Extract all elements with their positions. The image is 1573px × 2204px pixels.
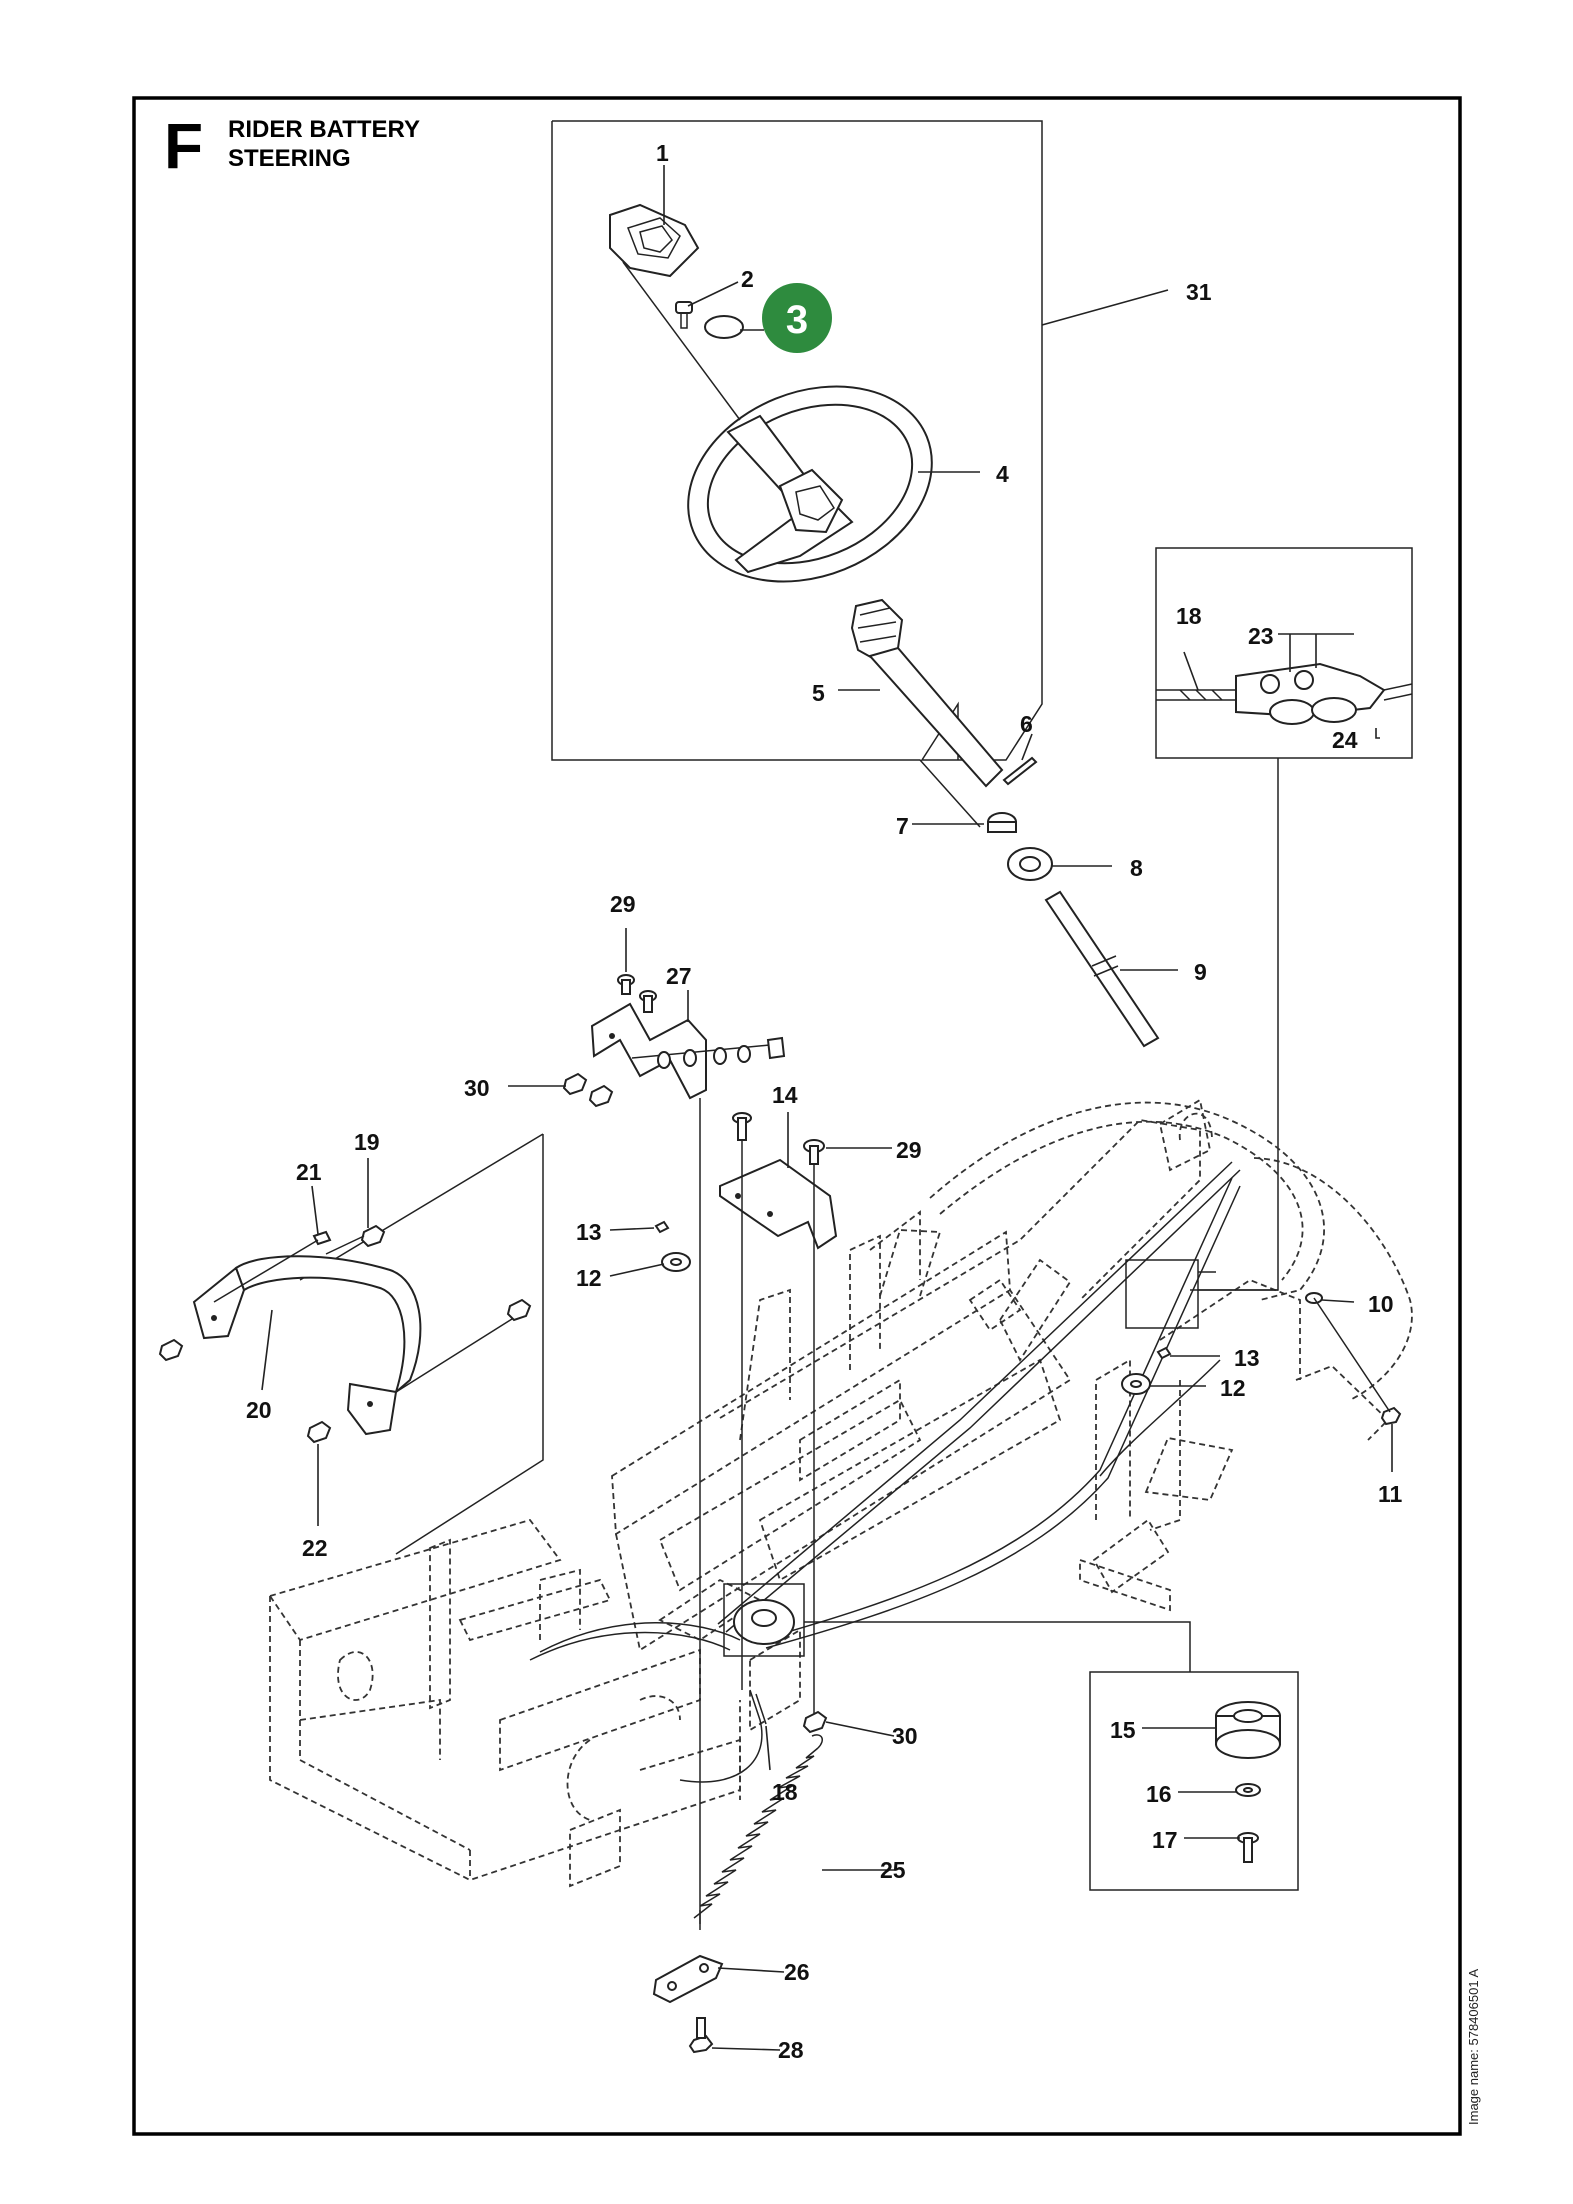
link-bolt <box>688 2017 714 2054</box>
bracket-group <box>562 974 786 1108</box>
callout-9: 9 <box>1194 959 1207 985</box>
callout-labels: 1 2 4 5 6 7 8 9 10 11 12 12 13 13 14 15 … <box>246 140 1403 2063</box>
callout-10: 10 <box>1368 1291 1394 1317</box>
callout-30-left: 30 <box>464 1075 490 1101</box>
grommet-12-left <box>661 1252 691 1272</box>
callout-11: 11 <box>1378 1481 1403 1507</box>
callout-1: 1 <box>656 140 669 166</box>
lower-nut-30 <box>802 1710 828 1734</box>
callout-27: 27 <box>666 963 692 989</box>
bushing <box>987 812 1017 833</box>
callout-2: 2 <box>741 266 754 292</box>
pulley-detail-link <box>804 1621 1191 1672</box>
cable-location-box <box>1125 1259 1199 1329</box>
bearing <box>1007 847 1053 881</box>
bracket-nut <box>562 1072 588 1096</box>
frame-pulley <box>733 1599 795 1645</box>
pulley-location-box <box>723 1583 805 1657</box>
mounting-bracket <box>590 1002 707 1100</box>
callout-25: 25 <box>880 1857 906 1883</box>
steering-column <box>850 598 1004 788</box>
callout-20: 20 <box>246 1397 272 1423</box>
callout-5: 5 <box>812 680 825 706</box>
spring-link-plate <box>652 1954 724 2004</box>
callout-12-right: 12 <box>1220 1375 1246 1401</box>
highlight-badge[interactable]: 3 <box>762 283 832 353</box>
pulley-bolt <box>1237 1832 1259 1863</box>
strap-nut <box>360 1224 386 1248</box>
cable-to-11 <box>1313 1297 1391 1413</box>
pulley-washer <box>1235 1783 1261 1797</box>
callout-31: 31 <box>1186 279 1212 305</box>
callout-13-right: 13 <box>1234 1345 1260 1371</box>
washer <box>704 315 744 339</box>
battery-strap <box>234 1255 422 1396</box>
callout-19: 19 <box>354 1129 380 1155</box>
callout-4: 4 <box>996 461 1009 487</box>
cap-screw <box>675 301 693 329</box>
callout-16: 16 <box>1146 1781 1172 1807</box>
tractor-frame <box>268 1098 1413 1888</box>
leader-lines <box>261 165 1393 2051</box>
callout-13-left: 13 <box>576 1219 602 1245</box>
strap-nut-left <box>158 1338 184 1362</box>
callout-18-frame: 18 <box>772 1779 798 1805</box>
callout-7: 7 <box>896 813 909 839</box>
tension-spring <box>693 1734 823 1924</box>
callout-23: 23 <box>1248 623 1274 649</box>
plate-pin <box>732 1112 752 1141</box>
roll-pin <box>1002 756 1038 786</box>
callout-8: 8 <box>1130 855 1143 881</box>
strap-rod <box>395 1313 521 1393</box>
callout-21: 21 <box>296 1159 322 1185</box>
horn-cap <box>609 203 700 278</box>
battery-strap-group <box>158 1133 544 1555</box>
grommet-12-right <box>1121 1373 1151 1395</box>
highlight-badge-circle <box>762 283 832 353</box>
plate-bolt <box>803 1139 825 1165</box>
section-title-line-1: RIDER BATTERY <box>228 116 420 143</box>
steering-wheel <box>687 385 933 583</box>
page-frame <box>132 96 1462 2136</box>
clip-13-right <box>1156 1346 1172 1360</box>
callout-14: 14 <box>772 1082 798 1108</box>
lower-steering-shaft <box>1044 890 1160 1048</box>
image-name-label: Image name: 578406501 A <box>1466 1969 1481 2125</box>
callout-18-inset: 18 <box>1176 603 1202 629</box>
strap-rod-nut <box>506 1298 532 1322</box>
bracket-spacers <box>657 1036 786 1069</box>
highlight-badge-label: 3 <box>786 298 808 342</box>
callout-28: 28 <box>778 2037 804 2063</box>
callout-12-left: 12 <box>576 1265 602 1291</box>
callout-26: 26 <box>784 1959 810 1985</box>
bracket-bolt-mid <box>639 990 657 1013</box>
strap-end-left <box>192 1266 246 1340</box>
steering-assembly-group <box>551 120 1043 828</box>
section-letter: F <box>164 110 203 182</box>
bracket-bolt-line <box>631 1043 781 1059</box>
section-title-line-2: STEERING <box>228 145 351 172</box>
pulley <box>1215 1701 1281 1759</box>
clip-13-left <box>654 1220 670 1234</box>
callout-22: 22 <box>302 1535 328 1561</box>
callout-15: 15 <box>1110 1717 1136 1743</box>
nut-11 <box>1380 1406 1402 1426</box>
steering-cables <box>529 1161 1241 1783</box>
bracket-nut-2 <box>588 1084 614 1108</box>
callout-17: 17 <box>1152 1827 1178 1853</box>
bracket-bolt-top <box>617 974 635 995</box>
callout-30-lower: 30 <box>892 1723 918 1749</box>
callout-24: 24 <box>1332 727 1358 753</box>
strap-nut-lower <box>306 1420 332 1444</box>
callout-29-right: 29 <box>896 1137 922 1163</box>
strap-bolt <box>312 1230 332 1246</box>
cable-plate <box>719 1158 838 1250</box>
pulley-inset <box>1089 1671 1299 1891</box>
strap-end-right <box>346 1382 398 1436</box>
callout-29-top: 29 <box>610 891 636 917</box>
callout-6: 6 <box>1020 711 1033 737</box>
cable-detail-inset <box>1155 547 1413 1291</box>
